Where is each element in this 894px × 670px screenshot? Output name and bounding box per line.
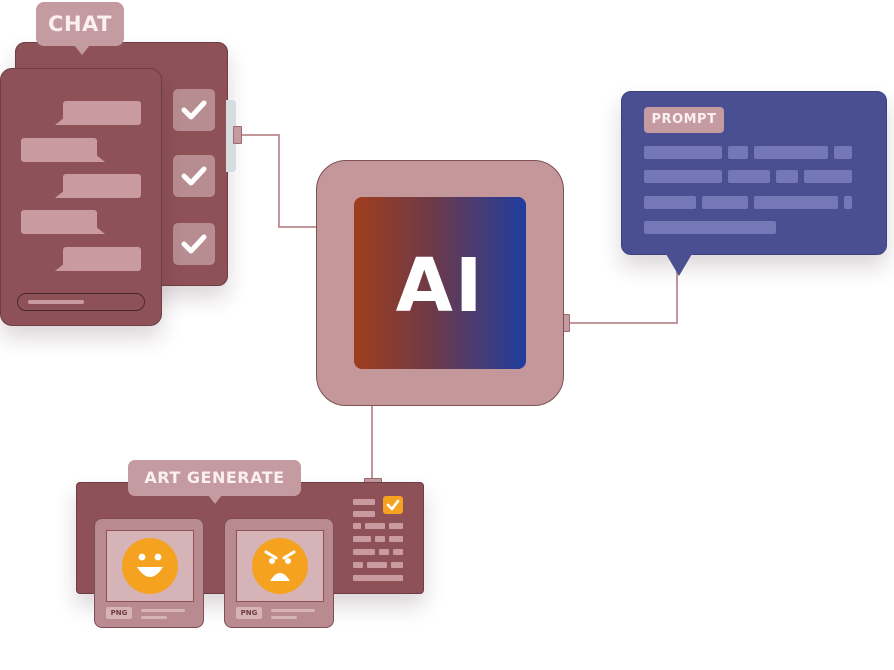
- card-caption-line: [141, 609, 185, 612]
- art-card-smiling[interactable]: PNG: [94, 518, 204, 628]
- checkmark-icon: [181, 234, 207, 254]
- format-label: PNG: [240, 609, 258, 617]
- chat-title-tag: CHAT: [36, 2, 124, 55]
- chat-message-bubble: [55, 174, 141, 198]
- prompt-text-line: [644, 221, 776, 234]
- chat-input[interactable]: [17, 293, 145, 311]
- prompt-text-line: [728, 146, 748, 159]
- card-caption-line: [271, 616, 297, 619]
- art-card-angry[interactable]: PNG: [224, 518, 334, 628]
- chat-window: [0, 68, 162, 326]
- settings-line: [393, 549, 403, 555]
- chat-scroll-handle[interactable]: [226, 100, 236, 172]
- checkmark-icon: [386, 499, 400, 511]
- settings-line: [365, 523, 385, 529]
- settings-line: [367, 562, 387, 568]
- chat-message-bubble: [55, 101, 141, 125]
- connector-ai-prompt: [676, 270, 678, 324]
- prompt-text-line: [728, 170, 770, 183]
- format-badge: PNG: [236, 607, 262, 619]
- art-card-image: [236, 530, 324, 602]
- prompt-text-line: [776, 170, 798, 183]
- prompt-text-line: [644, 196, 696, 209]
- format-label: PNG: [110, 609, 128, 617]
- angry-face-icon: [252, 538, 308, 594]
- chat-checkbox[interactable]: [173, 223, 215, 265]
- settings-line: [353, 549, 375, 555]
- settings-line: [389, 536, 403, 542]
- settings-line: [353, 511, 375, 517]
- ai-chip-core: AI: [354, 197, 526, 369]
- format-badge: PNG: [106, 607, 132, 619]
- settings-line: [353, 523, 361, 529]
- ai-label: AI: [395, 243, 485, 329]
- checkmark-icon: [181, 100, 207, 120]
- prompt-title: PROMPT: [651, 112, 717, 127]
- connector-chat-ai: [278, 226, 318, 228]
- connector-chat-ai: [240, 134, 280, 136]
- settings-line: [379, 549, 389, 555]
- chat-message-bubble: [21, 210, 105, 234]
- settings-line: [353, 562, 363, 568]
- art-card-image: [106, 530, 194, 602]
- ai-chip: AI: [316, 160, 564, 406]
- prompt-text-line: [844, 196, 852, 209]
- card-caption-line: [271, 609, 315, 612]
- chat-checkbox[interactable]: [173, 89, 215, 131]
- prompt-title-tag: PROMPT: [644, 107, 724, 133]
- settings-line: [353, 536, 371, 542]
- smiling-face-icon: [122, 538, 178, 594]
- settings-line: [375, 536, 385, 542]
- chat-title: CHAT: [48, 12, 112, 36]
- settings-line: [391, 562, 403, 568]
- prompt-text-line: [804, 170, 852, 183]
- connector-chat-ai: [278, 134, 280, 228]
- art-title: ART GENERATE: [144, 468, 285, 487]
- checkmark-icon: [181, 166, 207, 186]
- prompt-text-line: [834, 146, 852, 159]
- chat-checkbox[interactable]: [173, 155, 215, 197]
- art-title-tag: ART GENERATE: [128, 460, 301, 504]
- settings-line: [353, 499, 375, 505]
- chat-message-bubble: [21, 138, 105, 162]
- prompt-text-line: [702, 196, 748, 209]
- connector-ai-art: [371, 404, 373, 484]
- art-settings-checkbox[interactable]: [383, 496, 403, 514]
- prompt-text-line: [644, 146, 722, 159]
- prompt-text-line: [644, 170, 722, 183]
- settings-line: [353, 575, 403, 581]
- chat-message-bubble: [55, 247, 141, 271]
- settings-line: [389, 523, 403, 529]
- card-caption-line: [141, 616, 167, 619]
- prompt-text-line: [754, 196, 838, 209]
- connector-ai-prompt: [562, 322, 678, 324]
- prompt-panel: PROMPT: [621, 91, 887, 276]
- prompt-text-line: [754, 146, 828, 159]
- chat-connector-port: [233, 126, 242, 144]
